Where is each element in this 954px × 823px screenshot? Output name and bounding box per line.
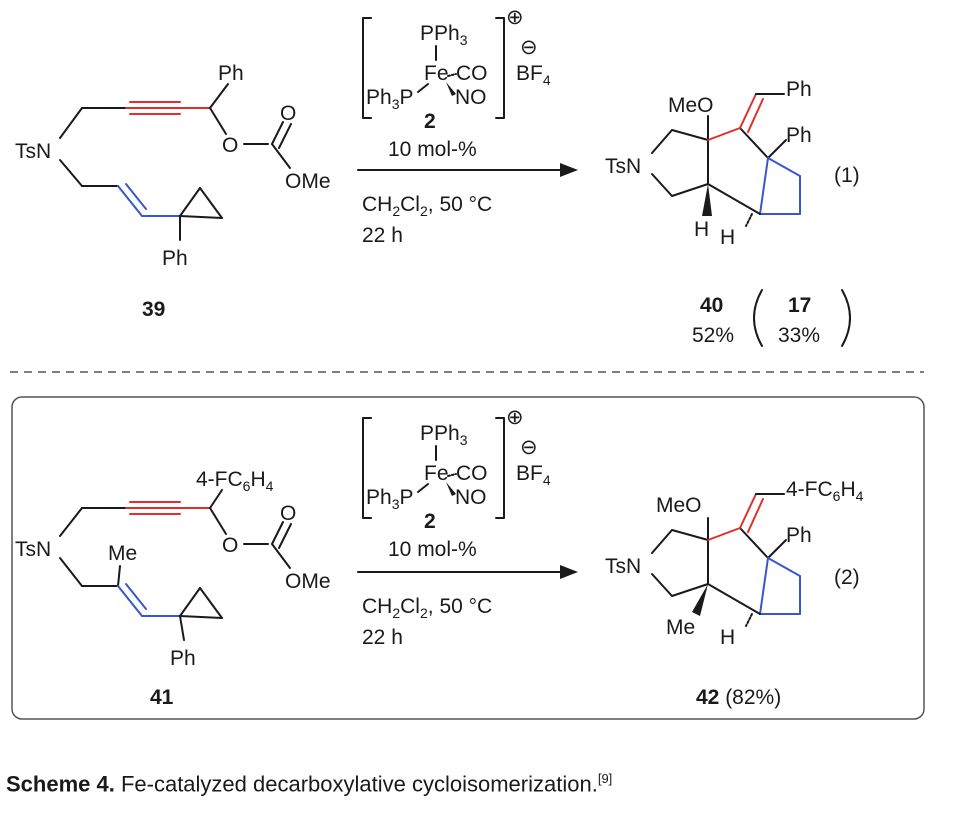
carbonyl-oxygen-label: O <box>280 102 296 125</box>
reaction-number: (1) <box>834 164 860 187</box>
reaction-number: (2) <box>834 566 860 589</box>
ligand-left: Ph3P <box>366 86 414 112</box>
carbonyl-oxygen-label: O <box>280 502 296 525</box>
ligand-top: PPh3 <box>420 22 468 48</box>
compound-number: 17 <box>788 294 811 317</box>
hydrogen-label: H <box>720 226 735 249</box>
counterion: BF4 <box>516 462 551 488</box>
reaction-time: 22 h <box>362 224 403 247</box>
product-label: 42 (82%) <box>696 686 781 709</box>
nitrosyl-ligand: NO <box>455 86 487 109</box>
reaction-time: 22 h <box>362 626 403 649</box>
substrate-39: TsN Ph O O OMe Ph <box>15 62 331 321</box>
reaction-2: TsN 4-FC6H4 O O OMe Me <box>11 396 925 720</box>
substrate-41: TsN 4-FC6H4 O O OMe Me <box>15 468 331 709</box>
phenyl-label: Ph <box>786 78 812 101</box>
reaction-1: TsN Ph O O OMe Ph <box>15 6 860 347</box>
product-42: TsN MeO 4-FC6H4 Ph Me H 42 (82% <box>605 478 864 709</box>
phenyl-label: Ph <box>218 62 244 85</box>
catalyst-loading: 10 mol-% <box>388 138 477 161</box>
methoxy-label: OMe <box>285 570 331 593</box>
caption-text: Fe-catalyzed decarboxylative cycloisomer… <box>114 771 598 797</box>
caption-reference: [9] <box>597 771 613 786</box>
metal-center: Fe <box>424 62 449 85</box>
ligand-top: PPh3 <box>420 422 468 448</box>
reaction-arrow <box>357 163 578 177</box>
methoxy-label: MeO <box>656 494 702 517</box>
caption-label: Scheme 4. <box>6 771 115 797</box>
tsn-label: TsN <box>605 555 641 578</box>
reaction-scheme: TsN Ph O O OMe Ph <box>10 6 925 720</box>
compound-number: 39 <box>142 298 165 321</box>
catalyst-complex: PPh3 Fe Ph3P CO NO ⊕ ⊖ BF4 2 <box>362 406 551 533</box>
product-40: TsN MeO Ph Ph H H 40 52% <box>605 78 812 347</box>
carbonyl-ligand: CO <box>456 462 488 485</box>
side-product-yield: 33% <box>778 324 820 347</box>
scheme-caption: Scheme 4. Fe-catalyzed decarboxylative c… <box>6 771 612 797</box>
compound-number: 40 <box>700 294 723 317</box>
hydrogen-label: H <box>694 218 709 241</box>
phenyl-label: Ph <box>170 647 196 670</box>
aryl-label: 4-FC6H4 <box>786 478 864 504</box>
catalyst-number: 2 <box>424 110 436 133</box>
tsn-label: TsN <box>15 538 51 561</box>
methyl-label: Me <box>108 542 137 565</box>
tsn-label: TsN <box>605 155 641 178</box>
hydrogen-label: H <box>720 626 735 649</box>
phenyl-label: Ph <box>786 124 812 147</box>
methoxy-label: MeO <box>668 94 714 117</box>
catalyst-loading: 10 mol-% <box>388 538 477 561</box>
charge-plus: ⊕ <box>506 406 524 429</box>
product-yield: 52% <box>692 324 734 347</box>
catalyst-complex: PPh3 Fe Ph3P CO NO ⊕ ⊖ BF4 2 <box>362 6 551 133</box>
ligand-left: Ph3P <box>366 486 414 512</box>
nitrosyl-ligand: NO <box>455 486 487 509</box>
phenyl-label: Ph <box>162 247 188 270</box>
aryl-label: 4-FC6H4 <box>196 468 274 494</box>
highlight-box <box>11 396 925 720</box>
metal-center: Fe <box>424 462 449 485</box>
charge-minus: ⊖ <box>520 36 538 59</box>
methoxy-label: OMe <box>285 170 331 193</box>
oxygen-label: O <box>222 134 238 157</box>
charge-plus: ⊕ <box>506 6 524 29</box>
reaction-arrow <box>357 565 578 579</box>
catalyst-number: 2 <box>424 510 436 533</box>
side-product-17: 17 33% <box>753 289 851 347</box>
oxygen-label: O <box>222 534 238 557</box>
charge-minus: ⊖ <box>520 436 538 459</box>
carbonyl-ligand: CO <box>456 62 488 85</box>
tsn-label: TsN <box>15 140 51 163</box>
solvent-temperature: CH2Cl2, 50 °C <box>362 595 492 621</box>
phenyl-label: Ph <box>786 524 812 547</box>
methyl-label: Me <box>666 616 695 639</box>
compound-number: 41 <box>150 686 174 709</box>
counterion: BF4 <box>516 62 551 88</box>
solvent-temperature: CH2Cl2, 50 °C <box>362 193 492 219</box>
